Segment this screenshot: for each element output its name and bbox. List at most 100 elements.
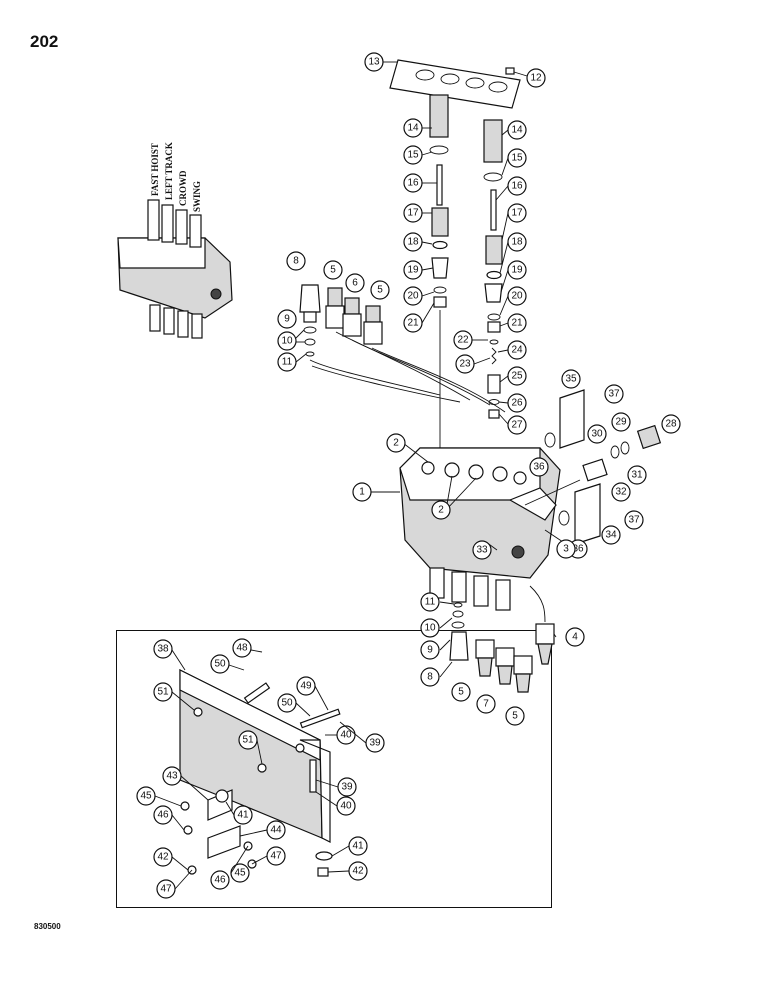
callout-27: 27	[507, 415, 527, 435]
callout-45: 45	[230, 863, 250, 883]
callout-41: 41	[233, 805, 253, 825]
callout-21: 21	[403, 313, 423, 333]
svg-text:28: 28	[665, 419, 677, 430]
callout-17: 17	[507, 203, 527, 223]
callout-22: 22	[453, 330, 473, 350]
svg-text:3: 3	[563, 544, 569, 555]
callout-4: 4	[565, 627, 585, 647]
callout-18: 18	[403, 232, 423, 252]
callout-44: 44	[266, 820, 286, 840]
callout-2: 2	[386, 433, 406, 453]
svg-text:5: 5	[458, 687, 464, 698]
callout-13: 13	[364, 52, 384, 72]
document-code: 830500	[34, 922, 61, 931]
svg-text:9: 9	[284, 314, 290, 325]
label-crowd: CROWD	[178, 170, 188, 206]
callout-20: 20	[403, 286, 423, 306]
callout-40: 40	[336, 725, 356, 745]
svg-text:10: 10	[281, 336, 293, 347]
callout-29: 29	[611, 412, 631, 432]
callout-9: 9	[277, 309, 297, 329]
right-side-parts	[524, 389, 662, 545]
callout-47: 47	[266, 846, 286, 866]
svg-text:21: 21	[511, 318, 523, 329]
callout-51: 51	[238, 730, 258, 750]
svg-text:46: 46	[157, 810, 169, 821]
svg-text:29: 29	[615, 417, 627, 428]
callout-16: 16	[403, 173, 423, 193]
top-gasket-plate	[389, 59, 521, 109]
label-left-track: LEFT TRACK	[164, 142, 174, 200]
callout-5: 5	[505, 706, 525, 726]
callout-42: 42	[348, 861, 368, 881]
svg-text:21: 21	[407, 318, 419, 329]
callout-36: 36	[529, 457, 549, 477]
svg-text:50: 50	[281, 698, 293, 709]
callout-28: 28	[661, 414, 681, 434]
callout-32: 32	[611, 482, 631, 502]
callout-8: 8	[286, 251, 306, 271]
callout-12: 12	[526, 68, 546, 88]
callout-24: 24	[507, 340, 527, 360]
svg-text:50: 50	[214, 659, 226, 670]
svg-text:47: 47	[270, 851, 282, 862]
svg-text:45: 45	[140, 791, 152, 802]
svg-text:18: 18	[511, 237, 523, 248]
svg-text:2: 2	[393, 438, 399, 449]
callout-8: 8	[420, 667, 440, 687]
svg-text:30: 30	[591, 429, 603, 440]
callout-47: 47	[156, 879, 176, 899]
callout-40: 40	[336, 796, 356, 816]
svg-text:39: 39	[341, 782, 353, 793]
svg-text:25: 25	[511, 371, 523, 382]
callout-7: 7	[476, 694, 496, 714]
callout-50: 50	[277, 693, 297, 713]
callout-18: 18	[507, 232, 527, 252]
svg-text:34: 34	[605, 530, 617, 541]
callout-11: 11	[277, 352, 297, 372]
reference-valve-drawing: FAST HOIST LEFT TRACK CROWD SWING	[117, 142, 233, 339]
svg-text:16: 16	[511, 181, 523, 192]
svg-text:20: 20	[511, 291, 523, 302]
callout-20: 20	[507, 286, 527, 306]
svg-text:38: 38	[157, 644, 169, 655]
svg-text:11: 11	[425, 597, 436, 608]
callout-21: 21	[507, 313, 527, 333]
svg-text:41: 41	[237, 810, 249, 821]
callout-43: 43	[162, 766, 182, 786]
right-spool-stack	[483, 119, 503, 419]
callout-14: 14	[507, 120, 527, 140]
callout-39: 39	[337, 777, 357, 797]
svg-text:11: 11	[282, 357, 293, 368]
callout-30: 30	[587, 424, 607, 444]
svg-text:6: 6	[352, 278, 358, 289]
svg-text:36: 36	[572, 544, 584, 555]
callout-17: 17	[403, 203, 423, 223]
callout-15: 15	[507, 148, 527, 168]
svg-text:22: 22	[457, 335, 469, 346]
svg-text:5: 5	[330, 265, 336, 276]
svg-text:14: 14	[511, 125, 523, 136]
callout-45: 45	[136, 786, 156, 806]
callout-19: 19	[403, 260, 423, 280]
callout-3: 3	[556, 539, 576, 559]
svg-text:16: 16	[407, 178, 419, 189]
svg-text:23: 23	[459, 359, 471, 370]
svg-text:17: 17	[511, 208, 523, 219]
inset-leader-lines	[154, 649, 367, 890]
callout-2: 2	[431, 500, 451, 520]
callout-49: 49	[296, 676, 316, 696]
svg-text:27: 27	[511, 420, 523, 431]
svg-text:37: 37	[608, 389, 620, 400]
svg-text:45: 45	[234, 868, 246, 879]
svg-text:40: 40	[340, 801, 352, 812]
svg-text:41: 41	[352, 841, 364, 852]
svg-text:19: 19	[511, 265, 523, 276]
svg-text:35: 35	[565, 374, 577, 385]
callout-39: 39	[365, 733, 385, 753]
svg-text:1: 1	[359, 487, 365, 498]
callout-25: 25	[507, 366, 527, 386]
page-number: 202	[30, 32, 59, 51]
svg-text:15: 15	[511, 153, 523, 164]
